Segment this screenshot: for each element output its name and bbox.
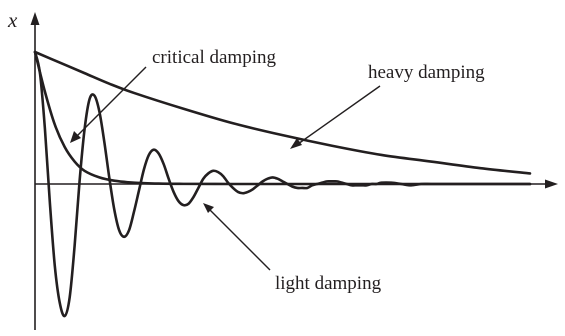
light-damping-pointer	[209, 209, 271, 271]
curves-group	[33, 50, 532, 318]
light-damping-arrowhead	[203, 203, 214, 213]
y-axis-arrowhead	[30, 12, 40, 25]
light-damping-curve	[33, 50, 532, 318]
critical-damping-arrowhead	[70, 131, 81, 143]
heavy-damping-curve	[33, 50, 532, 175]
critical-damping-label: critical damping	[152, 47, 276, 68]
heavy-damping-pointer	[297, 85, 381, 145]
light-damping-label: light damping	[275, 273, 382, 294]
annotation-pointers	[70, 66, 381, 271]
critical-damping-curve	[33, 50, 532, 186]
y-axis-label: x	[7, 8, 18, 32]
heavy-damping-label: heavy damping	[368, 62, 485, 83]
x-axis-arrowhead	[545, 179, 558, 189]
heavy-damping-arrowhead	[290, 138, 302, 149]
critical-damping-pointer	[75, 66, 147, 138]
